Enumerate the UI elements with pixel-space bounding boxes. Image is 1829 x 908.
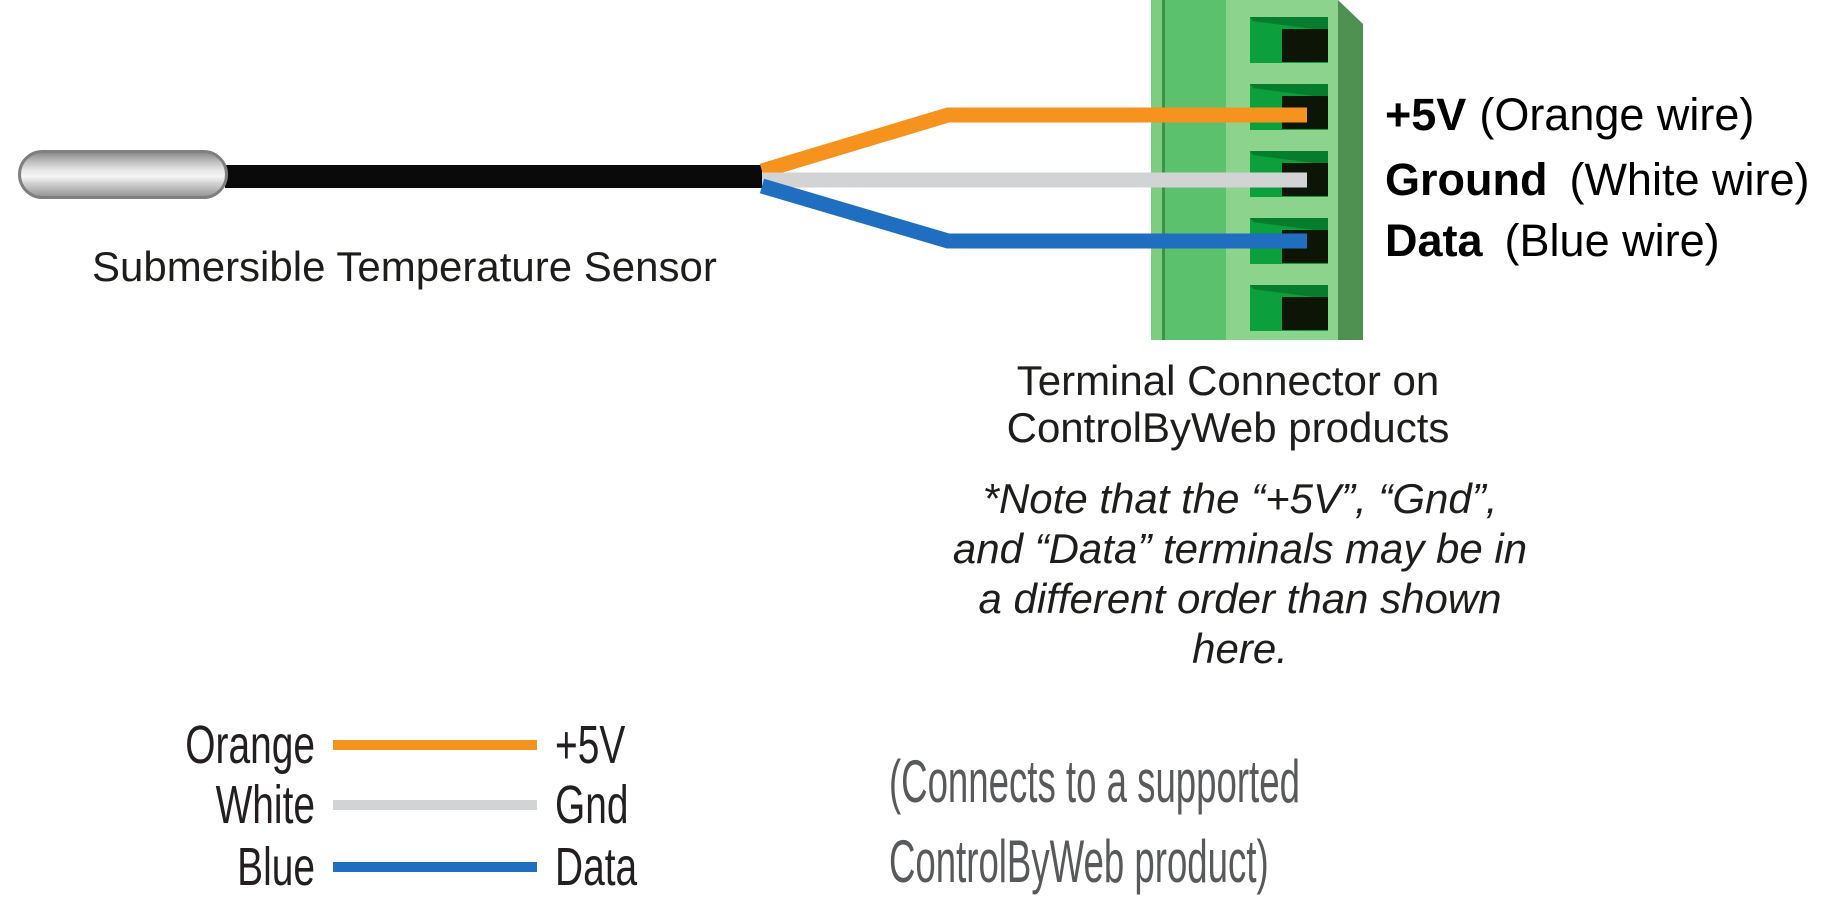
connects-note: (Connects to a supported ControlByWeb pr… [888, 742, 1300, 902]
note-line2: and “Data” terminals may be in [952, 525, 1528, 572]
pin-name-ground: Ground [1385, 154, 1548, 205]
legend-signal-gnd: Gnd [555, 775, 629, 835]
connects-note-line1: (Connects to a supported [888, 748, 1300, 815]
pin-wire-ground: (White wire) [1569, 154, 1810, 205]
sensor-label: Submersible Temperature Sensor [92, 243, 717, 290]
temperature-probe [18, 150, 228, 199]
sensor-cable [225, 165, 762, 188]
legend-line-white [333, 800, 537, 810]
legend-row-orange: Orange +5V [0, 715, 700, 775]
legend-row-blue: Blue Data [0, 837, 700, 897]
pin-name-data: Data [1385, 215, 1483, 266]
legend-signal-5v: +5V [555, 715, 626, 775]
pin-wire-data: (Blue wire) [1504, 215, 1720, 266]
terminal-slot-1 [1250, 17, 1328, 63]
connector-right-side [1338, 0, 1363, 340]
legend-color-blue: Blue [237, 837, 315, 897]
terminal-slot-3 [1250, 151, 1328, 197]
note-line3: a different order than shown here. [978, 575, 1502, 672]
legend-line-blue [333, 862, 537, 872]
terminal-order-note: *Note that the “+5V”, “Gnd”, and “Data” … [935, 474, 1545, 674]
legend-signal-data: Data [555, 837, 638, 897]
terminal-caption-line2: ControlByWeb products [1006, 404, 1450, 451]
pin-wire-5v: (Orange wire) [1479, 89, 1755, 140]
pin-name-5v: +5V [1385, 89, 1467, 140]
note-line1: *Note that the “+5V”, “Gnd”, [982, 475, 1498, 522]
legend-color-white: White [215, 775, 315, 835]
terminal-slot-5 [1250, 285, 1328, 331]
pin-label-data: Data (Blue wire) [1385, 215, 1720, 266]
legend-row-white: White Gnd [0, 775, 700, 835]
terminal-caption: Terminal Connector on ControlByWeb produ… [928, 357, 1528, 451]
terminal-caption-line1: Terminal Connector on [1016, 357, 1440, 404]
connector-left-column [1165, 0, 1226, 340]
connector-left-edge [1151, 0, 1162, 340]
pin-label-5v: +5V (Orange wire) [1385, 89, 1755, 140]
legend-line-orange [333, 740, 537, 750]
terminal-slot-4 [1250, 218, 1328, 264]
terminal-slot-2 [1250, 84, 1328, 130]
legend-color-orange: Orange [185, 715, 315, 775]
connects-note-line2: ControlByWeb product) [888, 828, 1269, 895]
pin-label-ground: Ground (White wire) [1385, 154, 1810, 205]
